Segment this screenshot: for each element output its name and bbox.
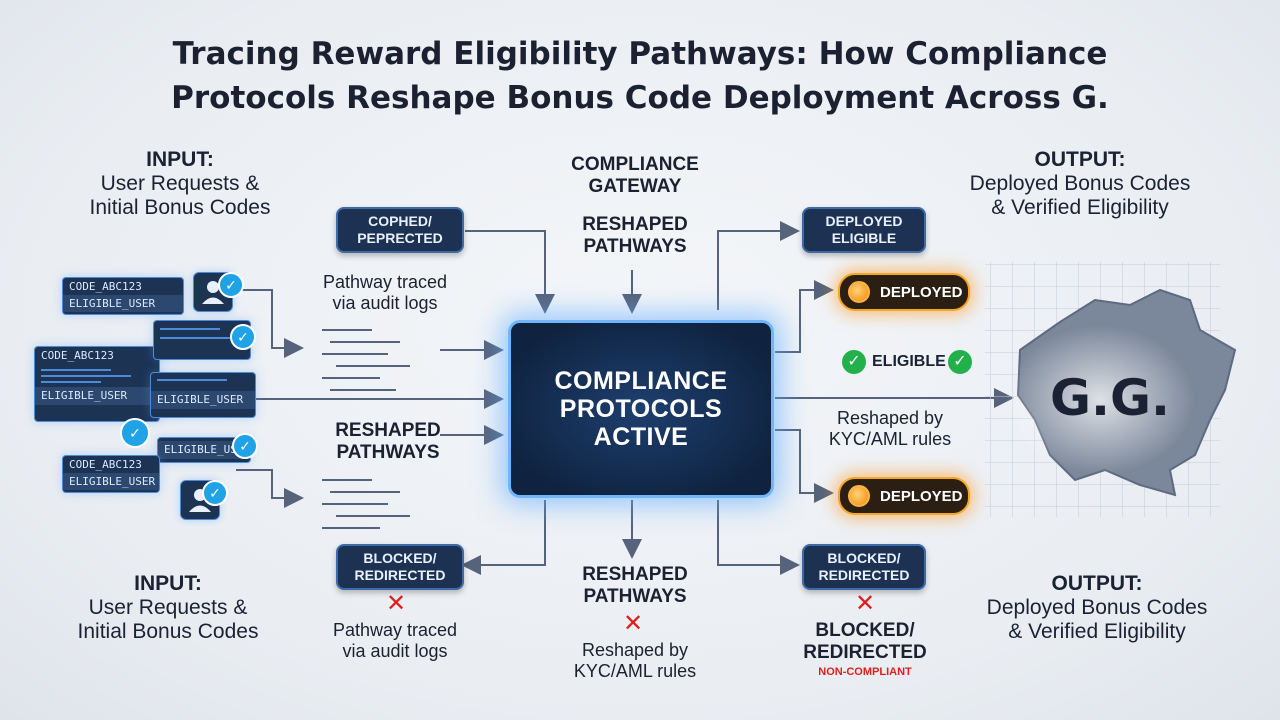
deployed-top-label: DEPLOYED xyxy=(880,283,963,301)
output-top-heading: OUTPUT: xyxy=(1034,148,1126,171)
audit-top-line1: Pathway traced xyxy=(322,272,448,292)
reshaped-pathways-bottom: RESHAPED PATHWAYS xyxy=(555,564,715,608)
blocked-result-line2: REDIRECTED xyxy=(803,642,927,663)
output-label-bottom: OUTPUT: Deployed Bonus Codes & Verified … xyxy=(962,572,1232,644)
code-card-5[interactable]: CODE_ABC123 ELIGIBLE_USER xyxy=(62,455,160,493)
deployed-eligible-line1: DEPLOYED xyxy=(825,213,903,229)
output-bottom-line1: Deployed Bonus Codes xyxy=(986,596,1208,619)
map-label: G.G. xyxy=(1049,369,1171,427)
non-compliant-label: NON-COMPLIANT xyxy=(818,666,912,678)
card-1-status: ELIGIBLE_USER xyxy=(63,295,183,312)
page-title: Tracing Reward Eligibility Pathways: How… xyxy=(40,32,1240,120)
blocked-right-line2: REDIRECTED xyxy=(818,567,910,583)
central-line2: PROTOCOLS xyxy=(559,395,723,423)
reshaped-mid-line2: PATHWAYS xyxy=(336,442,440,463)
reshaped-pathways-top: RESHAPED PATHWAYS xyxy=(555,214,715,258)
check-icon: ✓ xyxy=(202,480,228,506)
check-icon: ✓ xyxy=(230,324,256,350)
reshaped-bottom-line1: RESHAPED xyxy=(582,564,688,585)
x-mark-icon: ✕ xyxy=(623,610,644,637)
reshaped-mid-line1: RESHAPED xyxy=(335,420,441,441)
blocked-result-label: BLOCKED/ REDIRECTED NON-COMPLIANT xyxy=(790,620,940,680)
deployed-bottom-label: DEPLOYED xyxy=(880,487,963,505)
card-5-status: ELIGIBLE_USER xyxy=(63,473,159,490)
audit-top-line2: via audit logs xyxy=(332,293,438,313)
x-mark-icon: ✕ xyxy=(386,590,407,617)
reshaped-top-line2: PATHWAYS xyxy=(583,236,687,257)
deployed-eligible-line2: ELIGIBLE xyxy=(831,230,897,246)
input-top-line1: User Requests & xyxy=(100,172,260,195)
kyc-right-line2: KYC/AML rules xyxy=(828,429,952,449)
cophed-line2: PEPRECTED xyxy=(357,230,443,246)
title-line-1: Tracing Reward Eligibility Pathways: How… xyxy=(172,36,1108,72)
audit-note-top: Pathway traced via audit logs xyxy=(300,272,470,314)
audit-bottom-line2: via audit logs xyxy=(342,641,448,661)
input-bottom-heading: INPUT: xyxy=(134,572,202,595)
blocked-left-line2: REDIRECTED xyxy=(354,567,446,583)
code-card-1[interactable]: CODE_ABC123 ELIGIBLE_USER xyxy=(62,277,184,315)
deployed-eligible-box[interactable]: DEPLOYED ELIGIBLE xyxy=(802,207,926,253)
compliance-gateway-label: COMPLIANCE GATEWAY xyxy=(540,154,730,198)
card-2-status: ELIGIBLE_USER xyxy=(35,387,159,405)
kyc-note-right: Reshaped by KYC/AML rules xyxy=(810,408,970,450)
check-icon: ✓ xyxy=(232,433,258,459)
reshaped-top-line1: RESHAPED xyxy=(582,214,688,235)
card-1-code: CODE_ABC123 xyxy=(69,280,142,293)
x-mark-icon: ✕ xyxy=(855,590,876,617)
deployed-pill-top[interactable]: DEPLOYED xyxy=(838,273,970,311)
check-icon: ✓ xyxy=(218,272,244,298)
gateway-line2: GATEWAY xyxy=(588,176,682,197)
compliance-protocols-box[interactable]: COMPLIANCE PROTOCOLS ACTIVE xyxy=(508,320,774,498)
blocked-left-line1: BLOCKED/ xyxy=(363,550,437,566)
cophed-peprected-box[interactable]: COPHED/ PEPRECTED xyxy=(336,207,464,253)
reshaped-bottom-line2: PATHWAYS xyxy=(583,586,687,607)
central-line3: ACTIVE xyxy=(593,423,689,451)
check-icon: ✓ xyxy=(120,418,150,448)
check-circle-icon: ✓ xyxy=(842,350,866,374)
output-bottom-line2: & Verified Eligibility xyxy=(1008,620,1186,643)
audit-note-bottom: Pathway traced via audit logs xyxy=(310,620,480,662)
coin-icon xyxy=(848,281,870,303)
card-3-status: ELIGIBLE_USER xyxy=(151,391,255,409)
blocked-right-line1: BLOCKED/ xyxy=(827,550,901,566)
eligible-label: ELIGIBLE xyxy=(872,353,946,370)
audit-bottom-line1: Pathway traced xyxy=(332,620,458,640)
kyc-bottom-line1: Reshaped by xyxy=(581,640,689,660)
output-bottom-heading: OUTPUT: xyxy=(1051,572,1143,595)
input-label-top: INPUT: User Requests & Initial Bonus Cod… xyxy=(50,148,310,220)
blocked-result-line1: BLOCKED/ xyxy=(815,620,915,641)
input-top-line2: Initial Bonus Codes xyxy=(89,196,271,219)
central-line1: COMPLIANCE xyxy=(554,367,728,395)
card-5-code: CODE_ABC123 xyxy=(69,458,142,471)
code-card-3[interactable]: ELIGIBLE_USER xyxy=(150,372,256,418)
input-label-bottom: INPUT: User Requests & Initial Bonus Cod… xyxy=(38,572,298,644)
input-bottom-line1: User Requests & xyxy=(88,596,248,619)
reshaped-pathways-mid: RESHAPED PATHWAYS xyxy=(308,420,468,464)
check-circle-icon: ✓ xyxy=(948,350,972,374)
coin-icon xyxy=(848,485,870,507)
deployed-pill-bottom[interactable]: DEPLOYED xyxy=(838,477,970,515)
gateway-line1: COMPLIANCE xyxy=(571,154,699,175)
input-bottom-line2: Initial Bonus Codes xyxy=(77,620,259,643)
card-2-code: CODE_ABC123 xyxy=(41,349,114,362)
input-top-heading: INPUT: xyxy=(146,148,214,171)
output-label-top: OUTPUT: Deployed Bonus Codes & Verified … xyxy=(945,148,1215,220)
output-top-line2: & Verified Eligibility xyxy=(991,196,1169,219)
kyc-bottom-line2: KYC/AML rules xyxy=(573,661,697,681)
blocked-redirected-box-right[interactable]: BLOCKED/ REDIRECTED xyxy=(802,544,926,590)
kyc-right-line1: Reshaped by xyxy=(836,408,944,428)
kyc-note-bottom: Reshaped by KYC/AML rules xyxy=(555,640,715,682)
code-card-2[interactable]: CODE_ABC123 ELIGIBLE_USER xyxy=(34,346,160,422)
title-line-2: Protocols Reshape Bonus Code Deployment … xyxy=(171,80,1109,116)
blocked-redirected-box-left[interactable]: BLOCKED/ REDIRECTED xyxy=(336,544,464,590)
output-top-line1: Deployed Bonus Codes xyxy=(969,172,1191,195)
cophed-line1: COPHED/ xyxy=(368,213,432,229)
card-4-status: ELIGIBLE_USER xyxy=(158,441,250,459)
